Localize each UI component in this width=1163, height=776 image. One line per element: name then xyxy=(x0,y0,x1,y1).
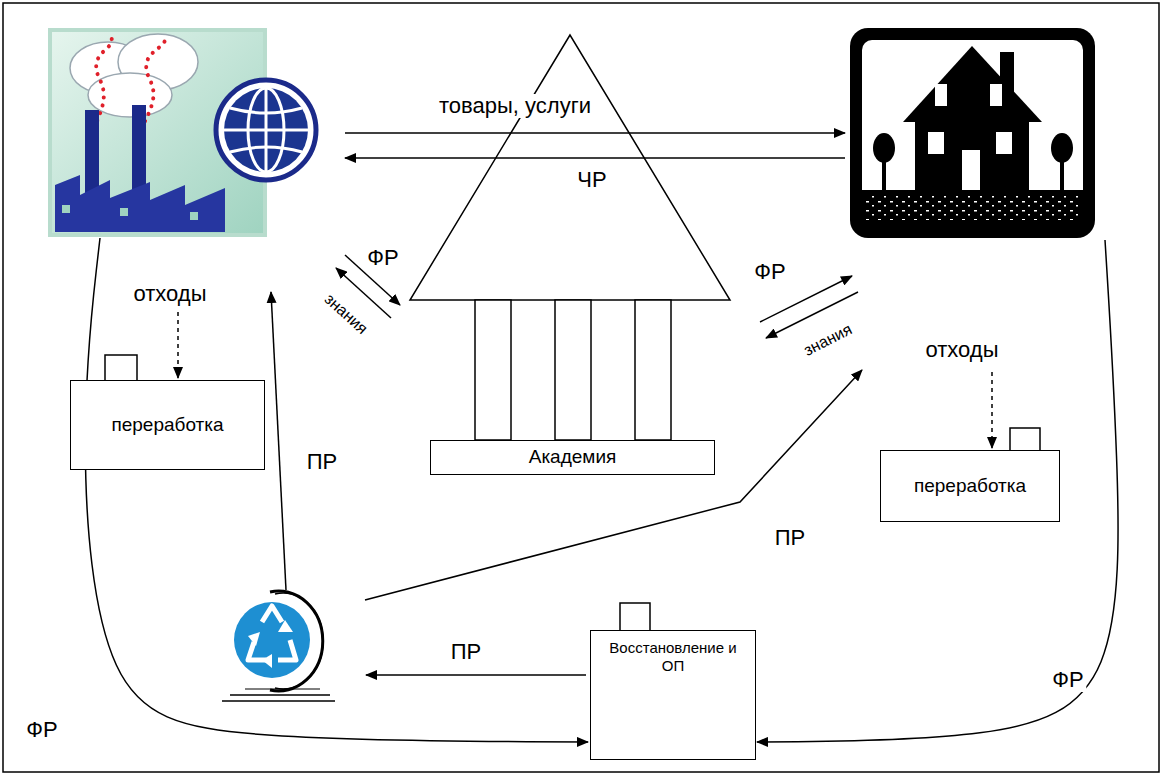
process-box: переработка xyxy=(880,450,1060,522)
frame xyxy=(3,3,1159,772)
flow-arrow xyxy=(345,157,845,159)
flow-label: ПР xyxy=(772,526,809,550)
flow-arrow xyxy=(177,312,179,378)
academy-base: Академия xyxy=(430,440,715,475)
flow-arrow xyxy=(85,238,588,742)
flow-label: отходы xyxy=(923,338,1002,362)
flow-arrow xyxy=(271,292,286,590)
flow-label: знания xyxy=(319,288,374,340)
flow-label: ФР xyxy=(1049,668,1086,692)
flow-label: ПР xyxy=(304,450,341,474)
flow-arrow xyxy=(345,132,845,134)
recycle-icon xyxy=(222,591,335,701)
node-label: Академия xyxy=(529,446,617,469)
flow-label: ПР xyxy=(448,640,485,664)
academy-building xyxy=(410,35,730,440)
flow-label: ЧР xyxy=(574,168,609,192)
node-label: переработка xyxy=(111,414,223,437)
flow-label: ФР xyxy=(23,718,60,742)
household-icon xyxy=(850,28,1095,238)
node-label: переработка xyxy=(914,475,1026,498)
node-label: Восстановление и ОП xyxy=(599,639,747,675)
flow-label: ФР xyxy=(364,246,401,270)
flow-arrow xyxy=(757,240,1118,742)
flow-label: товары, услуги xyxy=(436,94,594,118)
flow-label: отходы xyxy=(131,282,210,306)
flow-arrow xyxy=(366,674,586,676)
factory-icon xyxy=(50,30,316,235)
flow-arrow xyxy=(365,370,862,600)
process-box: переработка xyxy=(70,380,265,470)
flow-label: знания xyxy=(798,319,857,361)
flow-arrow xyxy=(991,372,993,448)
process-box: Восстановление и ОП xyxy=(590,630,756,760)
flow-label: ФР xyxy=(751,260,788,284)
